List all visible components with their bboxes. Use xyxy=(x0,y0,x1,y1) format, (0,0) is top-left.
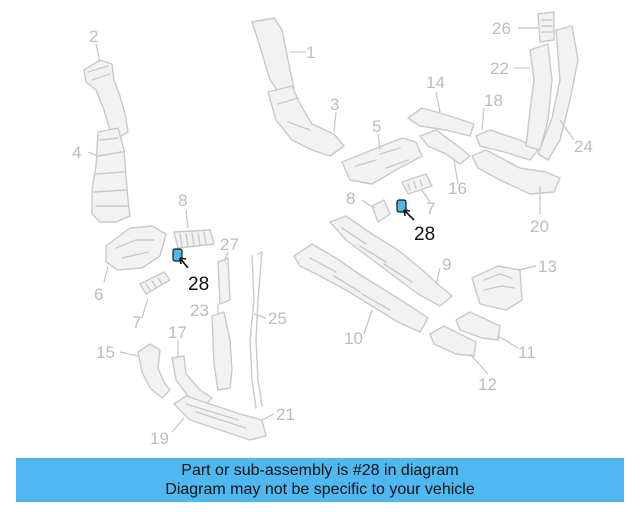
callout-15: 15 xyxy=(96,343,115,362)
part-23-duct xyxy=(211,311,233,391)
callout-20: 20 xyxy=(530,217,549,236)
callout-25: 25 xyxy=(268,309,287,328)
part-1-duct xyxy=(251,17,295,95)
callout-21: 21 xyxy=(276,405,295,424)
callout-18: 18 xyxy=(484,91,503,110)
part-12-duct xyxy=(429,325,477,357)
part-8-clip-right xyxy=(371,199,391,223)
part-15-hose xyxy=(137,343,171,399)
callout-14: 14 xyxy=(426,73,445,92)
part-24-duct xyxy=(537,25,579,161)
callout-13: 13 xyxy=(538,257,557,276)
callout-5: 5 xyxy=(372,117,381,136)
part-18-duct xyxy=(475,129,539,161)
part-6-housing xyxy=(105,225,167,271)
part-19-duct xyxy=(173,395,267,441)
part-11-duct xyxy=(455,311,501,341)
part-27-bracket xyxy=(217,257,231,305)
part-10-duct xyxy=(293,243,429,333)
callout-12: 12 xyxy=(478,375,497,394)
callout-27: 27 xyxy=(220,235,239,254)
callout-8-left: 8 xyxy=(178,191,187,210)
part-7-vent-left xyxy=(139,271,171,295)
callout-6: 6 xyxy=(94,285,103,304)
banner-line-disclaimer: Diagram may not be specific to your vehi… xyxy=(165,481,475,498)
callout-16: 16 xyxy=(448,179,467,198)
part-3-duct xyxy=(267,85,345,157)
callout-7-right: 7 xyxy=(426,199,435,218)
callout-2: 2 xyxy=(89,27,98,46)
callout-9: 9 xyxy=(442,255,451,274)
part-16-duct xyxy=(419,129,471,165)
part-28-arrow-right xyxy=(403,209,415,221)
info-banner: Part or sub-assembly is #28 in diagram D… xyxy=(16,458,624,502)
callout-4: 4 xyxy=(72,143,81,162)
callout-26: 26 xyxy=(492,19,511,38)
part-28-highlight-right xyxy=(396,199,407,213)
part-14-duct xyxy=(407,107,475,137)
callout-3: 3 xyxy=(330,95,339,114)
part-7-vent-right xyxy=(401,173,433,195)
part-13-vent xyxy=(471,265,523,311)
part-26-vent xyxy=(537,11,555,43)
part-2-duct xyxy=(83,59,129,139)
part-8-vent-left xyxy=(173,229,215,249)
part-9-duct xyxy=(329,215,453,307)
callout-22: 22 xyxy=(490,59,509,78)
part-17-duct xyxy=(171,355,213,407)
part-4-duct xyxy=(91,127,131,223)
callout-19: 19 xyxy=(150,429,169,448)
callout-24: 24 xyxy=(574,137,593,156)
callout-28-right: 28 xyxy=(414,224,435,245)
part-28-arrow-left xyxy=(179,257,189,269)
callout-28-left: 28 xyxy=(188,274,209,295)
part-20-duct xyxy=(471,149,561,195)
callout-23: 23 xyxy=(190,301,209,320)
part-28-highlight-left xyxy=(172,248,183,262)
callout-11: 11 xyxy=(518,343,536,362)
part-5-distributor xyxy=(341,137,423,185)
callout-8-right: 8 xyxy=(346,189,355,208)
leader-lines xyxy=(87,27,575,433)
callout-7-left: 7 xyxy=(132,313,141,332)
callout-10: 10 xyxy=(344,329,363,348)
callout-17: 17 xyxy=(168,323,187,342)
callout-1: 1 xyxy=(306,43,315,62)
banner-line-part: Part or sub-assembly is #28 in diagram xyxy=(181,462,459,479)
part-25-rod xyxy=(249,251,263,409)
